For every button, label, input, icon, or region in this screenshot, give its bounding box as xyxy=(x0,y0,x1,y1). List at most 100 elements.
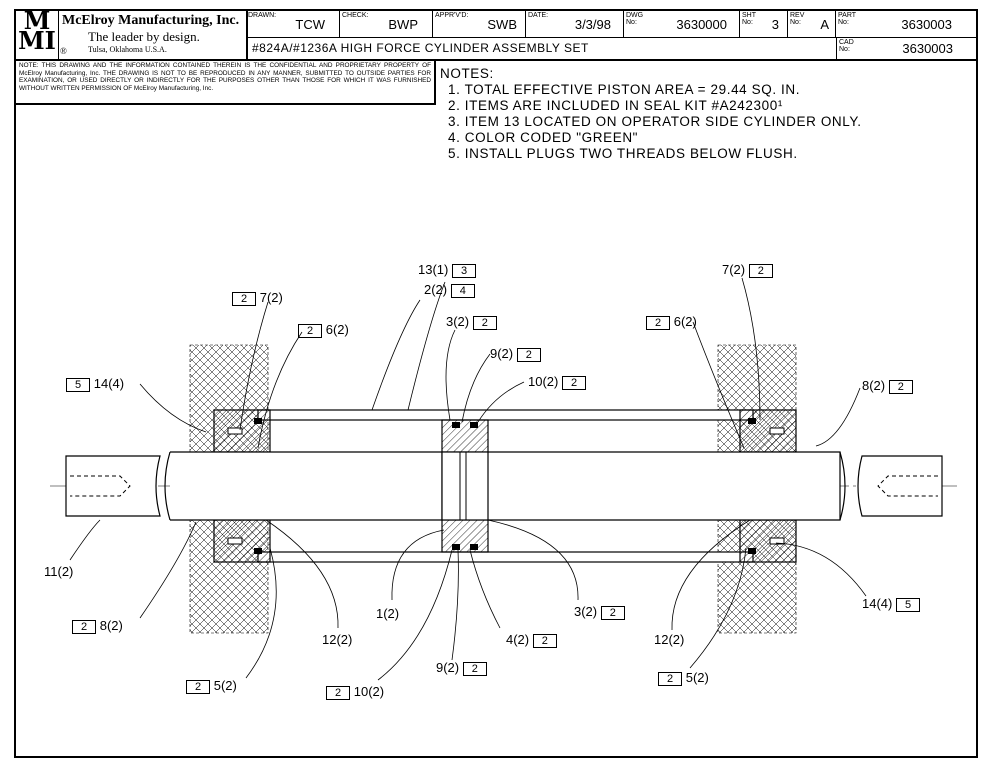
callout-11-text: 11(2) xyxy=(44,564,74,579)
callout-3-bottom-flag: 2 xyxy=(600,606,625,620)
callout-12-left-text: 12(2) xyxy=(322,632,353,647)
callout-7-left: 2 7(2) xyxy=(232,290,283,306)
logo-bottom-letters: MI xyxy=(18,26,56,55)
callout-7-right-flag: 2 xyxy=(748,264,773,278)
sheet-cell: SHT No: 3 xyxy=(740,11,788,37)
callout-5-right-text: 5(2) xyxy=(685,670,709,685)
drawn-cell: DRAWN: TCW xyxy=(246,11,340,37)
rev-value: A xyxy=(820,17,829,32)
callout-7-left-text: 7(2) xyxy=(259,290,283,305)
callout-2: 2(2) 4 xyxy=(424,282,475,298)
callout-6-left-text: 6(2) xyxy=(325,322,349,337)
callout-8-left-flag: 2 xyxy=(72,620,97,634)
callout-3-bottom-text: 3(2) xyxy=(574,604,598,619)
check-value: BWP xyxy=(388,17,418,32)
dwg-cell: DWG No: 3630000 xyxy=(624,11,740,37)
callout-8-right-text: 8(2) xyxy=(862,378,886,393)
check-label: CHECK: xyxy=(342,12,369,19)
date-label: DATE: xyxy=(528,12,549,19)
left-gland xyxy=(213,409,271,563)
rev-cell: REV No: A xyxy=(788,11,836,37)
callout-10-bottom: 2 10(2) xyxy=(326,684,384,700)
callout-14-right-text: 14(4) xyxy=(862,596,893,611)
callout-14-left-text: 14(4) xyxy=(93,376,125,391)
callout-8-right: 8(2) 2 xyxy=(862,378,913,394)
callout-6-left: 2 6(2) xyxy=(298,322,349,338)
callout-5-right: 2 5(2) xyxy=(658,670,709,686)
dwg-label: DWG No: xyxy=(626,12,644,26)
drawing-sheet: M MI McElroy Manufacturing, Inc. The lea… xyxy=(14,9,978,758)
approved-value: SWB xyxy=(487,17,517,32)
callout-12-right-text: 12(2) xyxy=(654,632,685,647)
callout-9-top-text: 9(2) xyxy=(490,346,514,361)
company-location: Tulsa, Oklahoma U.S.A. xyxy=(88,45,167,54)
callout-9-top: 9(2) 2 xyxy=(490,346,541,362)
piston-rod xyxy=(164,451,846,521)
callout-10-bottom-flag: 2 xyxy=(326,686,351,700)
part-label: PART No: xyxy=(838,12,856,26)
callout-5-left-text: 5(2) xyxy=(213,678,237,693)
callout-6-right: 2 6(2) xyxy=(646,314,697,330)
registered-mark: ® xyxy=(60,46,67,56)
callout-7-right-text: 7(2) xyxy=(722,262,746,277)
mcelroy-logo: M MI xyxy=(16,9,59,59)
callout-6-right-flag: 2 xyxy=(646,316,671,330)
callout-9-bottom-text: 9(2) xyxy=(436,660,460,675)
drawn-value: TCW xyxy=(295,17,325,32)
callout-5-left: 2 5(2) xyxy=(186,678,237,694)
title-block: M MI McElroy Manufacturing, Inc. The lea… xyxy=(16,9,976,61)
callout-12-left: 12(2) xyxy=(322,632,352,647)
callout-6-left-flag: 2 xyxy=(298,324,323,338)
note-2: 2. ITEMS ARE INCLUDED IN SEAL KIT #A2423… xyxy=(448,98,783,113)
callout-13-text: 13(1) xyxy=(418,262,449,277)
callout-5-left-flag: 2 xyxy=(186,680,211,694)
note-4: 4. COLOR CODED "GREEN" xyxy=(448,130,639,145)
callout-9-bottom: 9(2) 2 xyxy=(436,660,487,676)
callout-8-right-flag: 2 xyxy=(888,380,913,394)
company-tagline: The leader by design. xyxy=(88,29,200,44)
leader-lines xyxy=(69,277,867,681)
notes-block: NOTES: 1. TOTAL EFFECTIVE PISTON AREA = … xyxy=(440,66,862,162)
callout-10-top-flag: 2 xyxy=(561,376,587,390)
callout-10-top: 10(2) 2 xyxy=(528,374,587,390)
callout-13: 13(1) 3 xyxy=(418,262,477,278)
notes-heading: NOTES: xyxy=(440,66,494,81)
callout-7-left-flag: 2 xyxy=(232,292,257,306)
approved-label: APPR'V'D: xyxy=(435,12,469,19)
sheet-value: 3 xyxy=(771,17,779,32)
callout-3-top-flag: 2 xyxy=(472,316,497,330)
date-cell: DATE: 3/3/98 xyxy=(526,11,624,37)
callout-1-text: 1(2) xyxy=(376,606,400,621)
callout-11: 11(2) xyxy=(44,564,73,579)
callout-12-right: 12(2) xyxy=(654,632,684,647)
check-cell: CHECK: BWP xyxy=(340,11,433,37)
callout-13-flag: 3 xyxy=(451,264,477,278)
cad-label: CAD No: xyxy=(839,39,854,53)
callout-5-right-flag: 2 xyxy=(658,672,683,686)
title-row: #824A/#1236A HIGH FORCE CYLINDER ASSEMBL… xyxy=(246,37,976,59)
note-3: 3. ITEM 13 LOCATED ON OPERATOR SIDE CYLI… xyxy=(448,114,862,129)
callout-14-left: 5 14(4) xyxy=(66,376,125,392)
note-5: 5. INSTALL PLUGS TWO THREADS BELOW FLUSH… xyxy=(448,146,798,161)
rev-label: REV No: xyxy=(790,12,805,26)
callout-9-bottom-flag: 2 xyxy=(462,662,487,676)
left-rod-end xyxy=(65,455,161,517)
approved-cell: APPR'V'D: SWB xyxy=(433,11,526,37)
callout-4-text: 4(2) xyxy=(506,632,530,647)
callout-14-right-flag: 5 xyxy=(895,598,921,612)
callout-7-right: 7(2) 2 xyxy=(722,262,773,278)
callout-2-flag: 4 xyxy=(450,284,475,298)
sheet-label: SHT No: xyxy=(742,12,756,26)
callout-8-left: 2 8(2) xyxy=(72,618,123,634)
right-gland xyxy=(739,409,797,563)
drawing-title: #824A/#1236A HIGH FORCE CYLINDER ASSEMBL… xyxy=(252,41,589,55)
date-value: 3/3/98 xyxy=(574,17,611,32)
callout-8-left-text: 8(2) xyxy=(99,618,123,633)
callout-6-right-text: 6(2) xyxy=(673,314,697,329)
callout-3-top: 3(2) 2 xyxy=(446,314,497,330)
callout-3-top-text: 3(2) xyxy=(446,314,470,329)
callout-4-flag: 2 xyxy=(532,634,557,648)
note-1: 1. TOTAL EFFECTIVE PISTON AREA = 29.44 S… xyxy=(448,82,801,97)
part-cell: PART No: 3630003 xyxy=(836,11,976,37)
